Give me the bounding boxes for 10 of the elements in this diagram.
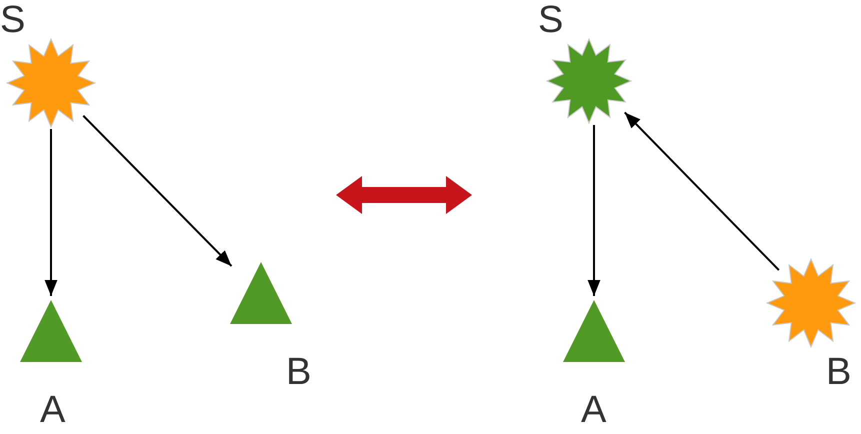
node-label: B	[826, 352, 852, 392]
node-label: B	[286, 352, 312, 392]
arrow	[588, 125, 600, 296]
node-label: S	[0, 0, 26, 40]
node-label: A	[40, 390, 66, 430]
arrow	[82, 115, 232, 267]
arrow	[44, 129, 58, 296]
node-label: S	[538, 0, 564, 40]
arrow	[624, 112, 780, 271]
node-label: A	[581, 390, 606, 430]
